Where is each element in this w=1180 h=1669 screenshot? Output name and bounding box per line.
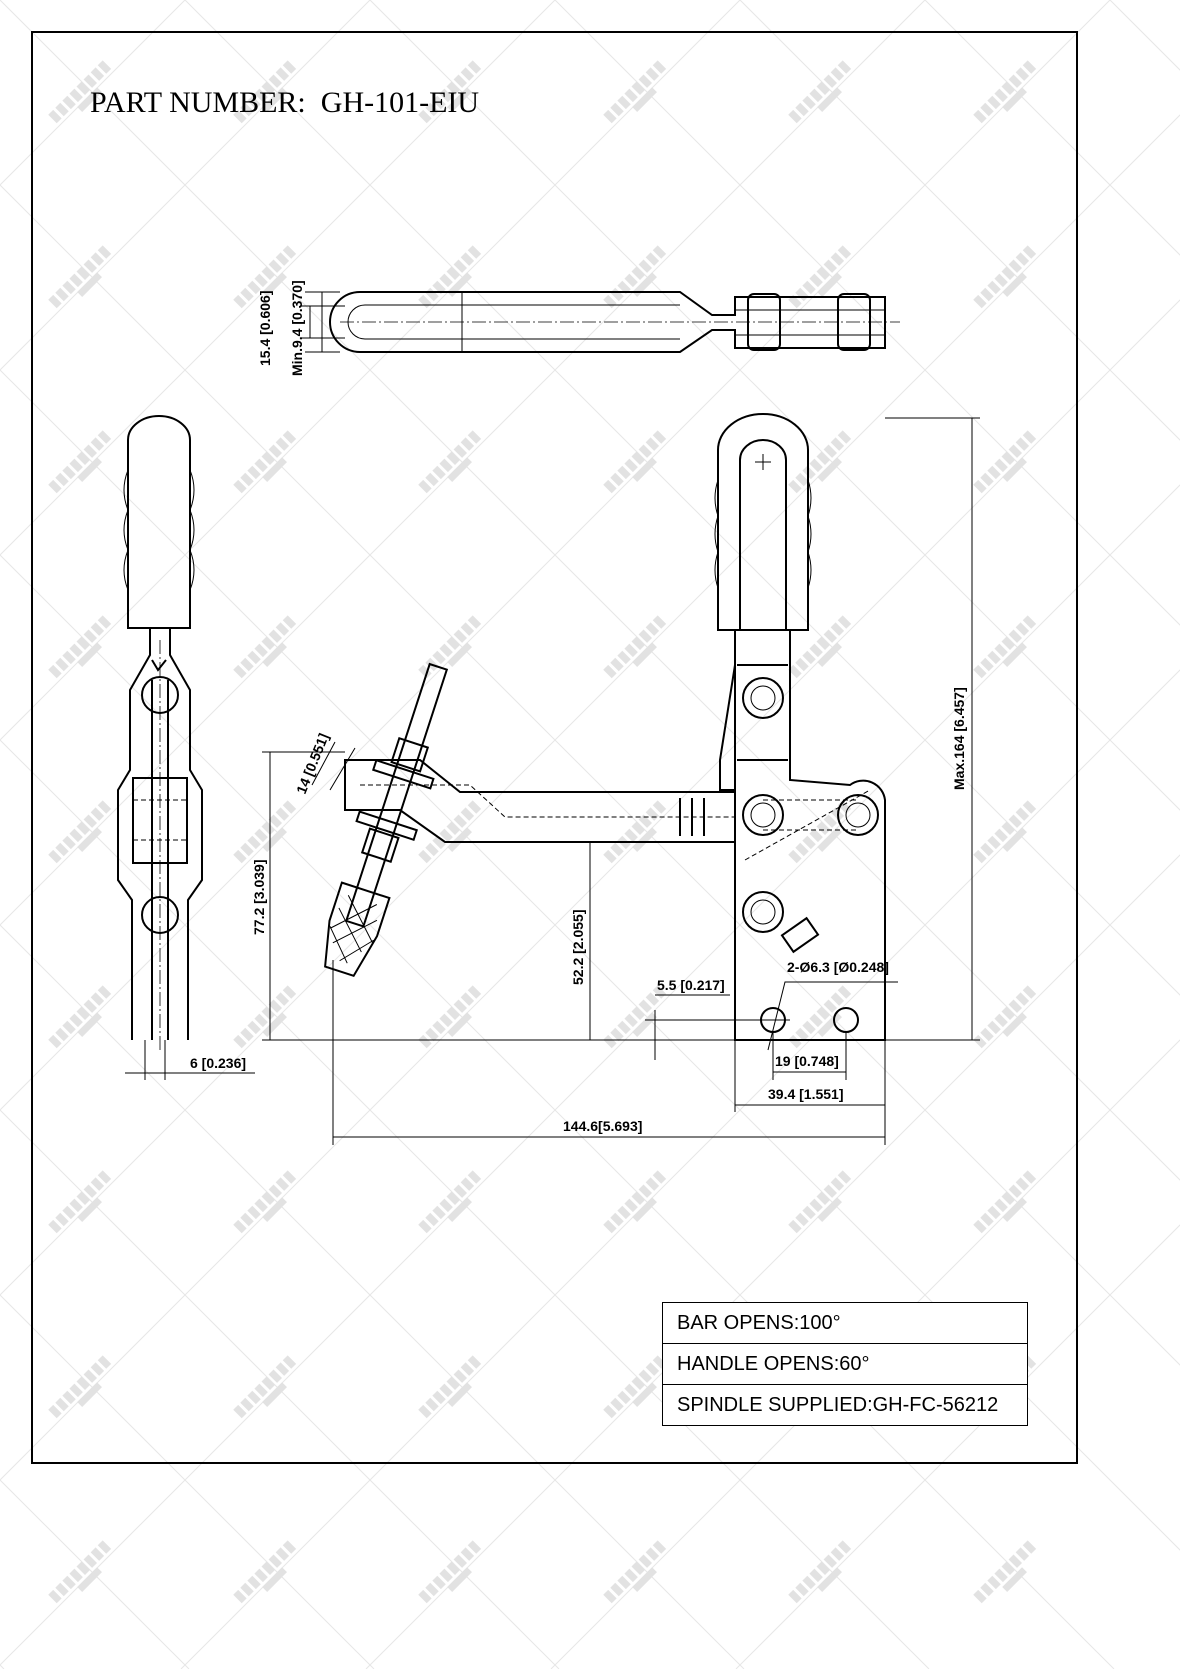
watermark-logo bbox=[973, 615, 1037, 679]
watermark-logo bbox=[603, 245, 667, 309]
watermark-logo bbox=[788, 60, 852, 124]
spec-handle-opens: HANDLE OPENS:60° bbox=[662, 1343, 1028, 1385]
watermark-logo bbox=[418, 615, 482, 679]
watermark-logo bbox=[233, 800, 297, 864]
watermark-logo bbox=[973, 1540, 1037, 1604]
spec-row: BAR OPENS:100° bbox=[662, 1302, 1028, 1344]
watermark-logo bbox=[233, 1355, 297, 1419]
watermark-logo bbox=[48, 985, 112, 1049]
dim-max-height: Max.164 [6.457] bbox=[951, 687, 967, 790]
watermark-line bbox=[0, 0, 371, 371]
dim-overall-length: 144.6[5.693] bbox=[563, 1118, 642, 1134]
dim-hole-offset: 5.5 [0.217] bbox=[657, 977, 725, 993]
watermark-logo bbox=[48, 245, 112, 309]
watermark-logo bbox=[233, 430, 297, 494]
spec-row: HANDLE OPENS:60° bbox=[662, 1343, 1028, 1385]
watermark-logo bbox=[603, 1170, 667, 1234]
page-title: PART NUMBER: GH-101-EIU bbox=[90, 86, 479, 120]
spec-table: BAR OPENS:100° HANDLE OPENS:60° SPINDLE … bbox=[662, 1302, 1028, 1426]
watermark-logo bbox=[233, 615, 297, 679]
watermark-logo bbox=[48, 615, 112, 679]
watermark-logo bbox=[418, 430, 482, 494]
dim-hole-spacing: 19 [0.748] bbox=[775, 1053, 839, 1069]
watermark-logo bbox=[233, 1170, 297, 1234]
watermark-logo bbox=[603, 615, 667, 679]
watermark-logo bbox=[48, 430, 112, 494]
dim-top-width: 15.4 [0.606] bbox=[257, 291, 273, 367]
watermark-line bbox=[1109, 0, 1180, 71]
watermark-logo bbox=[788, 430, 852, 494]
watermark-logo bbox=[973, 60, 1037, 124]
watermark-logo bbox=[788, 245, 852, 309]
dim-base-width: 39.4 [1.551] bbox=[768, 1086, 844, 1102]
watermark-logo bbox=[973, 800, 1037, 864]
watermark-logo bbox=[788, 1170, 852, 1234]
top-view: 15.4 [0.606] Min.9.4 [0.370] bbox=[257, 280, 900, 376]
watermark-logo bbox=[48, 1540, 112, 1604]
watermark-logo bbox=[603, 1540, 667, 1604]
watermark-logo bbox=[418, 1355, 482, 1419]
watermark-logo bbox=[973, 1170, 1037, 1234]
watermark-logo bbox=[418, 1170, 482, 1234]
part-number-value: GH-101-EIU bbox=[320, 86, 480, 119]
dim-spindle-height: 77.2 [3.039] bbox=[251, 860, 267, 936]
watermark-logo bbox=[418, 1540, 482, 1604]
watermark-logo bbox=[418, 985, 482, 1049]
dim-top-min-slot: Min.9.4 [0.370] bbox=[289, 280, 305, 376]
part-number-label: PART NUMBER: bbox=[90, 86, 306, 119]
watermark-logo bbox=[603, 1355, 667, 1419]
side-view: 6 [0.236] bbox=[117, 415, 255, 1080]
watermark-logo bbox=[418, 800, 482, 864]
watermark-logo bbox=[603, 800, 667, 864]
watermark-logo bbox=[233, 1540, 297, 1604]
watermark-logo bbox=[233, 985, 297, 1049]
dim-side-thickness: 6 [0.236] bbox=[190, 1055, 246, 1071]
spec-row: SPINDLE SUPPLIED:GH-FC-56212 bbox=[662, 1384, 1028, 1426]
watermark-logo bbox=[418, 60, 482, 124]
watermark-logo bbox=[233, 60, 297, 124]
watermark-logo bbox=[603, 430, 667, 494]
watermark-logo bbox=[48, 1170, 112, 1234]
watermark-logo bbox=[973, 245, 1037, 309]
dim-spindle-diameter: 14 [0.551] bbox=[293, 731, 332, 796]
watermark-logo bbox=[788, 800, 852, 864]
watermark-logo bbox=[603, 985, 667, 1049]
watermark-logo bbox=[973, 430, 1037, 494]
dim-mount-holes: 2-Ø6.3 [Ø0.248] bbox=[787, 959, 889, 975]
spec-bar-opens: BAR OPENS:100° bbox=[662, 1302, 1028, 1344]
watermark-logo bbox=[233, 245, 297, 309]
watermark-logo bbox=[48, 800, 112, 864]
watermark-logo bbox=[603, 60, 667, 124]
watermark-logo bbox=[973, 985, 1037, 1049]
watermark-logo bbox=[788, 985, 852, 1049]
watermark-logo bbox=[788, 1540, 852, 1604]
watermark-logo bbox=[48, 60, 112, 124]
drawing-frame bbox=[31, 31, 1078, 1464]
watermark-logo bbox=[48, 1355, 112, 1419]
watermark-line bbox=[0, 1664, 5, 1669]
dim-bar-height: 52.2 [2.055] bbox=[570, 910, 586, 986]
watermark-logo bbox=[418, 245, 482, 309]
spec-spindle-supplied: SPINDLE SUPPLIED:GH-FC-56212 bbox=[662, 1384, 1028, 1426]
watermark-logo bbox=[788, 615, 852, 679]
